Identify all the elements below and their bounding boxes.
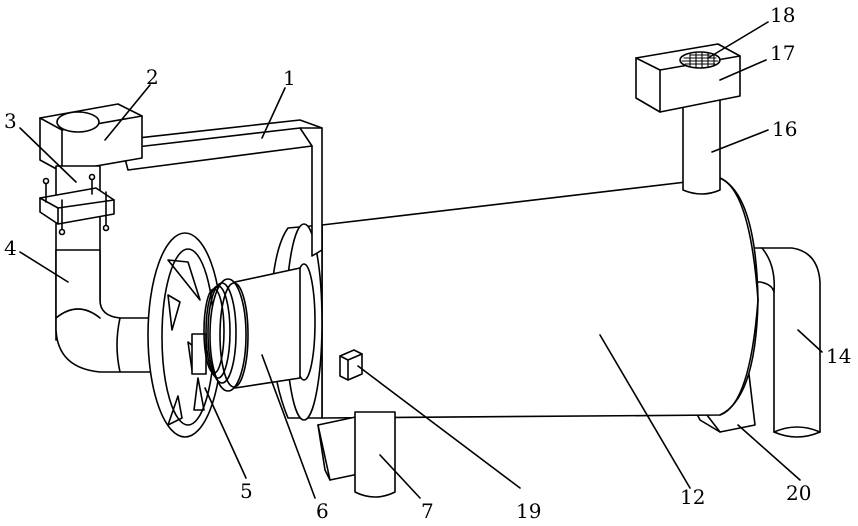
label-12: 12: [680, 485, 705, 509]
label-7: 7: [421, 499, 434, 523]
label-2: 2: [146, 65, 159, 89]
label-6: 6: [316, 499, 329, 523]
label-4: 4: [4, 236, 17, 260]
exhaust-pipe: [683, 100, 720, 194]
drain-pipe: [355, 412, 395, 497]
label-19: 19: [516, 499, 541, 523]
label-16: 16: [772, 117, 797, 141]
label-5: 5: [240, 479, 253, 503]
coil-reel: [204, 268, 300, 391]
main-tank: [322, 178, 758, 418]
label-20: 20: [786, 481, 811, 505]
outlet-elbow-pipe: [748, 248, 820, 437]
label-17: 17: [770, 41, 795, 65]
label-14: 14: [826, 344, 851, 368]
label-3: 3: [4, 109, 17, 133]
label-18: 18: [770, 3, 795, 27]
sensor-box: [340, 350, 362, 380]
label-1: 1: [283, 66, 296, 90]
